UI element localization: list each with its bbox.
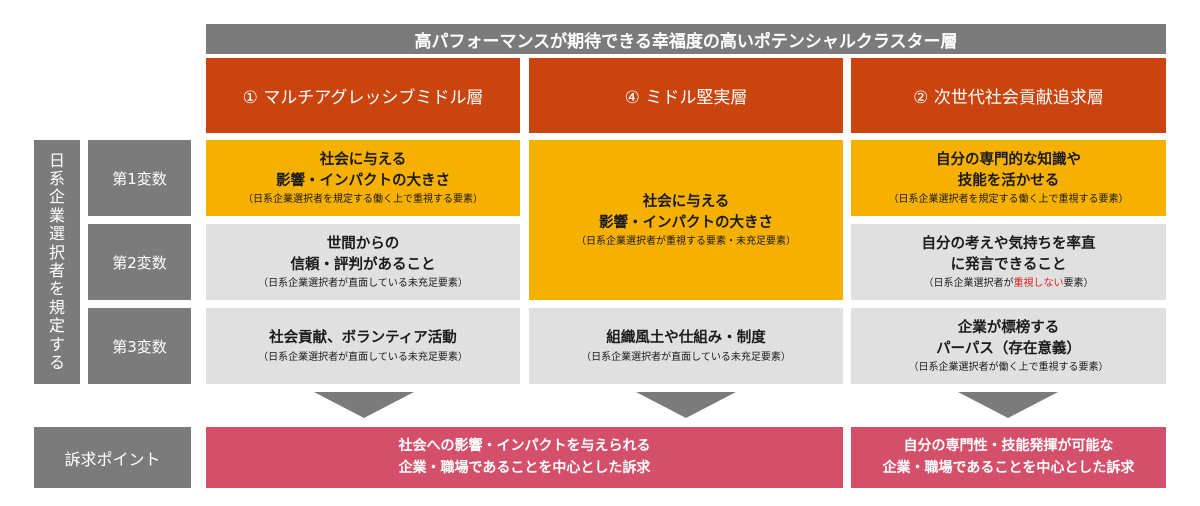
column-header-1: ① マルチアグレッシブミドル層 bbox=[206, 58, 520, 133]
cell-col3-var3-sub: （日系企業選択者が働く上で重視する要素） bbox=[908, 361, 1109, 373]
cell-col1-var3: 社会貢献、ボランティア活動 （日系企業選択者が直面している未充足要素） bbox=[206, 308, 520, 384]
down-arrow-2 bbox=[636, 392, 736, 418]
down-arrow-1 bbox=[314, 392, 414, 418]
cell-col2-var3-main: 組織風土や仕組み・制度 bbox=[606, 330, 766, 347]
cell-col3-var3-main: 企業が標榜する パーパス（存在意義） bbox=[936, 320, 1081, 357]
side-label: 日系企業選択者を規定する bbox=[34, 140, 80, 384]
cell-col1-var1-main: 社会に与える 影響・インパクトの大きさ bbox=[276, 152, 450, 189]
column-header-3: ② 次世代社会貢献追求層 bbox=[851, 58, 1166, 133]
column-title-3: ② 次世代社会貢献追求層 bbox=[913, 88, 1104, 108]
cell-col3-var2-sub-pre: （日系企業選択者が bbox=[923, 277, 1014, 289]
appeal-left: 社会への影響・インパクトを与えられる 企業・職場であることを中心とした訴求 bbox=[206, 427, 843, 488]
cell-col2-var3-sub: （日系企業選択者が直面している未充足要素） bbox=[581, 351, 791, 363]
cell-col1-var1: 社会に与える 影響・インパクトの大きさ （日系企業選択者を規定する働く上で重視す… bbox=[206, 140, 520, 216]
cell-col1-var3-main: 社会貢献、ボランティア活動 bbox=[269, 330, 457, 347]
variable-label-3-text: 第3変数 bbox=[112, 337, 167, 356]
variable-label-1-text: 第1変数 bbox=[112, 169, 167, 188]
header-title: 高パフォーマンスが期待できる幸福度の高いポテンシャルクラスター層 bbox=[414, 31, 958, 52]
appeal-label-text: 訴求ポイント bbox=[64, 449, 161, 469]
cell-col3-var2-main: 自分の考えや気持ちを率直 に発言できること bbox=[921, 236, 1096, 273]
appeal-right-text: 自分の専門性・技能発揮が可能な 企業・職場であることを中心とした訴求 bbox=[882, 437, 1135, 476]
column-header-2: ④ ミドル堅実層 bbox=[529, 58, 843, 133]
variable-label-1: 第1変数 bbox=[88, 140, 191, 216]
cell-col3-var2-sub-red: 重視しない bbox=[1013, 277, 1064, 289]
cell-col3-var2-sub-post: 要素） bbox=[1063, 277, 1094, 289]
cell-col2-var12-sub: （日系企業選択者が重視する要素・未充足要素） bbox=[576, 235, 796, 247]
cell-col2-var3: 組織風土や仕組み・制度 （日系企業選択者が直面している未充足要素） bbox=[529, 308, 843, 384]
cell-col1-var2: 世間からの 信頼・評判があること （日系企業選択者が直面している未充足要素） bbox=[206, 224, 520, 300]
cell-col2-var12-main: 社会に与える 影響・インパクトの大きさ bbox=[599, 194, 773, 231]
appeal-left-text: 社会への影響・インパクトを与えられる 企業・職場であることを中心とした訴求 bbox=[398, 437, 651, 476]
variable-label-3: 第3変数 bbox=[88, 308, 191, 384]
cell-col2-var12: 社会に与える 影響・インパクトの大きさ （日系企業選択者が重視する要素・未充足要… bbox=[529, 140, 843, 300]
cell-col1-var3-sub: （日系企業選択者が直面している未充足要素） bbox=[258, 351, 468, 363]
cell-col3-var1-main: 自分の専門的な知識や 技能を活かせる bbox=[936, 152, 1081, 189]
cell-col3-var1-sub: （日系企業選択者を規定する働く上で重視する要素） bbox=[888, 193, 1129, 205]
cell-col3-var2: 自分の考えや気持ちを率直 に発言できること （日系企業選択者が重視しない要素） bbox=[851, 224, 1166, 300]
side-label-text: 日系企業選択者を規定する bbox=[48, 150, 65, 372]
variable-label-2: 第2変数 bbox=[88, 224, 191, 300]
appeal-label: 訴求ポイント bbox=[34, 427, 191, 488]
variable-label-2-text: 第2変数 bbox=[112, 253, 167, 272]
column-title-1: ① マルチアグレッシブミドル層 bbox=[242, 88, 484, 108]
cell-col3-var3: 企業が標榜する パーパス（存在意義） （日系企業選択者が働く上で重視する要素） bbox=[851, 308, 1166, 384]
cell-col1-var1-sub: （日系企業選択者を規定する働く上で重視する要素） bbox=[243, 193, 483, 205]
cell-col3-var2-sub: （日系企業選択者が重視しない要素） bbox=[924, 277, 1094, 290]
header-bar: 高パフォーマンスが期待できる幸福度の高いポテンシャルクラスター層 bbox=[206, 24, 1166, 54]
down-arrow-3 bbox=[958, 392, 1058, 418]
appeal-right: 自分の専門性・技能発揮が可能な 企業・職場であることを中心とした訴求 bbox=[851, 427, 1166, 488]
cell-col3-var1: 自分の専門的な知識や 技能を活かせる （日系企業選択者を規定する働く上で重視する… bbox=[851, 140, 1166, 216]
cell-col1-var2-sub: （日系企業選択者が直面している未充足要素） bbox=[258, 277, 468, 289]
cell-col1-var2-main: 世間からの 信頼・評判があること bbox=[290, 236, 436, 273]
column-title-2: ④ ミドル堅実層 bbox=[624, 88, 748, 108]
